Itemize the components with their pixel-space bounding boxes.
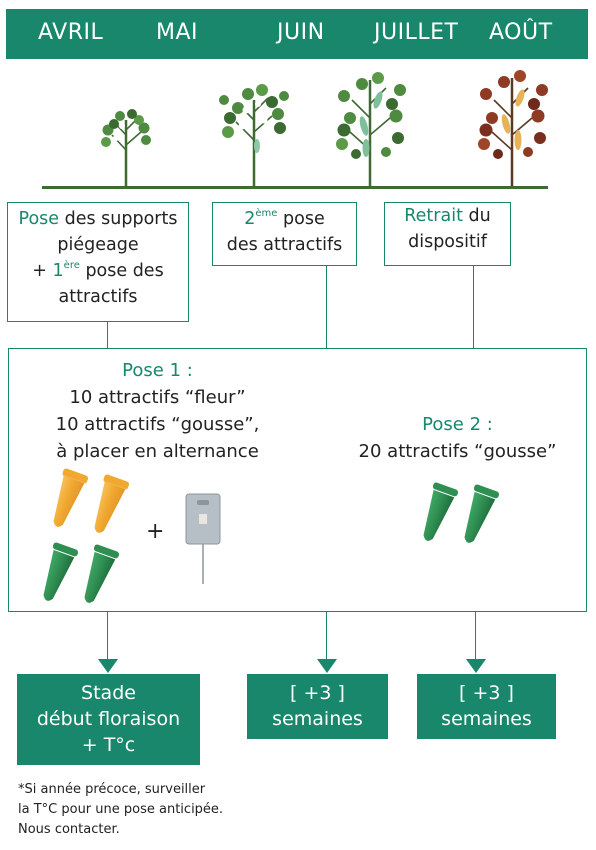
arrow-line (107, 612, 109, 660)
connector-line (326, 266, 328, 349)
stage-1-line3: pose des (79, 261, 164, 281)
pose-1-title: Pose 1 : (122, 360, 193, 381)
attractifs-illustration (43, 468, 500, 603)
stage-3-line1: du (462, 206, 491, 226)
timing-3-line2: semaines (441, 708, 532, 730)
footnote-line2: la T°C pour une pose anticipée. (18, 802, 224, 817)
green-vial-icon (43, 542, 79, 601)
month-mai: MAI (156, 20, 199, 45)
stage-3-line2: dispositif (408, 232, 487, 252)
plant-icon (336, 72, 406, 187)
timing-1-line2: début floraison (36, 708, 181, 730)
plant-growth-illustration (101, 70, 548, 187)
plant-icon (101, 109, 151, 187)
orange-vial-icon (53, 468, 89, 527)
arrow-down-icon (317, 659, 337, 673)
arrow-down-icon (98, 659, 118, 673)
timing-3-line1: [ +3 ] (459, 682, 514, 704)
stage-2-line1: pose (277, 209, 325, 229)
stage-2-num: 2 (244, 209, 256, 229)
month-avril: AVRIL (38, 20, 104, 45)
arrow-line (475, 612, 477, 660)
pose-1-line2: 10 attractifs “gousse”, (55, 414, 260, 435)
stage-1-line1: des supports (59, 209, 178, 229)
footnote: *Si année précoce, surveiller la T°C pou… (18, 780, 318, 840)
month-header: AVRIL MAI JUIN JUILLET AOÛT (6, 9, 588, 59)
pose-1-line3: à placer en alternance (56, 441, 259, 462)
plant-icon (478, 70, 548, 187)
stage-1-sup: ère (63, 260, 80, 271)
month-juillet: JUILLET (374, 20, 459, 45)
trap-support-icon (185, 493, 221, 584)
green-vial-icon (464, 484, 500, 543)
stage-box-second-pose: 2ème pose des attractifs (212, 202, 357, 266)
pose-2-title: Pose 2 : (422, 414, 493, 435)
ground-line (42, 186, 548, 189)
stage-3-keyword: Retrait (404, 206, 463, 226)
month-aout: AOÛT (489, 20, 553, 45)
green-vial-icon (423, 482, 459, 541)
footnote-line3: Nous contacter. (18, 822, 120, 837)
timing-1-line3: + T°c (81, 734, 136, 756)
timing-box-debut-floraison: Stade début floraison + T°c (17, 674, 200, 765)
timing-box-plus3-1: [ +3 ] semaines (247, 674, 388, 739)
green-vial-icon (84, 544, 120, 603)
stage-box-pose-supports: Pose des supports piégeage + 1ère pose d… (7, 202, 189, 322)
footnote-line1: *Si année précoce, surveiller (18, 782, 206, 797)
stage-2-line2: des attractifs (226, 235, 343, 255)
pose-1-details: Pose 1 : 10 attractifs “fleur” 10 attrac… (20, 357, 295, 465)
connector-line (107, 322, 109, 349)
stage-1-keyword: Pose (18, 209, 60, 229)
arrow-line (326, 612, 328, 660)
stage-1-line4: attractifs (58, 287, 138, 307)
timing-box-plus3-2: [ +3 ] semaines (417, 674, 556, 739)
pose-2-line1: 20 attractifs “gousse” (358, 441, 557, 462)
plus-sign: + (146, 519, 165, 544)
stage-1-num: 1 (52, 261, 64, 281)
arrow-down-icon (466, 659, 486, 673)
connector-line (473, 266, 475, 349)
stage-1-plus: + (32, 261, 53, 281)
stage-2-sup: ème (255, 208, 278, 219)
timing-2-line2: semaines (272, 708, 363, 730)
stage-1-line2: piégeage (57, 235, 139, 255)
timing-1-line1: Stade (81, 682, 136, 704)
month-juin: JUIN (277, 20, 325, 45)
stage-box-retrait: Retrait du dispositif (384, 202, 511, 266)
orange-vial-icon (94, 474, 130, 533)
pose-2-details: Pose 2 : 20 attractifs “gousse” (345, 411, 570, 465)
plant-icon (219, 84, 289, 187)
pose-1-line1: 10 attractifs “fleur” (69, 387, 246, 408)
timing-2-line1: [ +3 ] (290, 682, 345, 704)
